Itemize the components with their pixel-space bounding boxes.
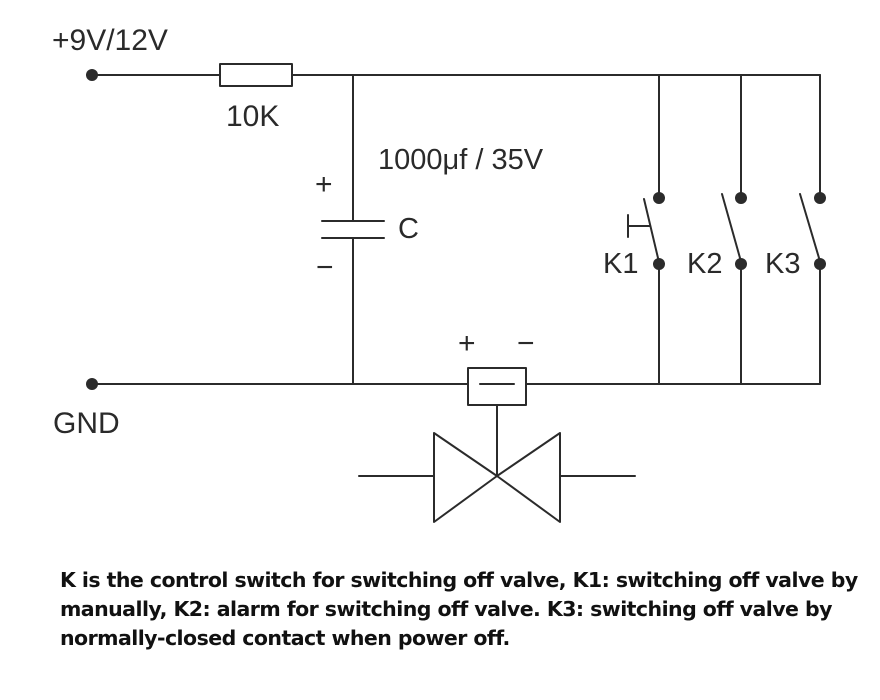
- switch-k2-label: K2: [687, 248, 723, 280]
- valve-minus-sign: −: [517, 327, 535, 360]
- caption-line-3: normally-closed contact when power off.: [60, 626, 510, 650]
- caption: K is the control switch for switching of…: [60, 566, 860, 653]
- capacitor-plus-sign: +: [315, 168, 333, 201]
- k2-contact-top: [735, 192, 747, 204]
- k1-blade: [643, 198, 659, 259]
- k1-contact-bottom: [653, 258, 665, 270]
- resistor-10k: [219, 63, 293, 87]
- switch-k3-label: K3: [765, 248, 801, 280]
- k3-blade: [799, 193, 820, 259]
- valve-body: [433, 432, 561, 523]
- capacitor-rating-label: 1000μf / 35V: [378, 144, 544, 176]
- caption-line-1: K is the control switch for switching of…: [60, 568, 858, 592]
- capacitor-minus-sign: −: [316, 251, 334, 284]
- k2-contact-bottom: [735, 258, 747, 270]
- valve-solenoid-coil: [467, 367, 527, 406]
- ground-label: GND: [53, 407, 120, 440]
- k2-blade: [721, 193, 741, 259]
- resistor-label: 10K: [226, 100, 280, 133]
- k3-contact-bottom: [814, 258, 826, 270]
- k3-contact-top: [814, 192, 826, 204]
- capacitor-label: C: [398, 213, 419, 245]
- ground-terminal: [86, 378, 98, 390]
- supply-label: +9V/12V: [52, 24, 168, 57]
- valve-plus-sign: +: [458, 327, 476, 360]
- caption-line-2: manually, K2: alarm for switching off va…: [60, 597, 832, 621]
- schematic: [86, 63, 826, 523]
- k1-contact-top: [653, 192, 665, 204]
- switch-k1-label: K1: [603, 248, 639, 280]
- supply-terminal: [86, 69, 98, 81]
